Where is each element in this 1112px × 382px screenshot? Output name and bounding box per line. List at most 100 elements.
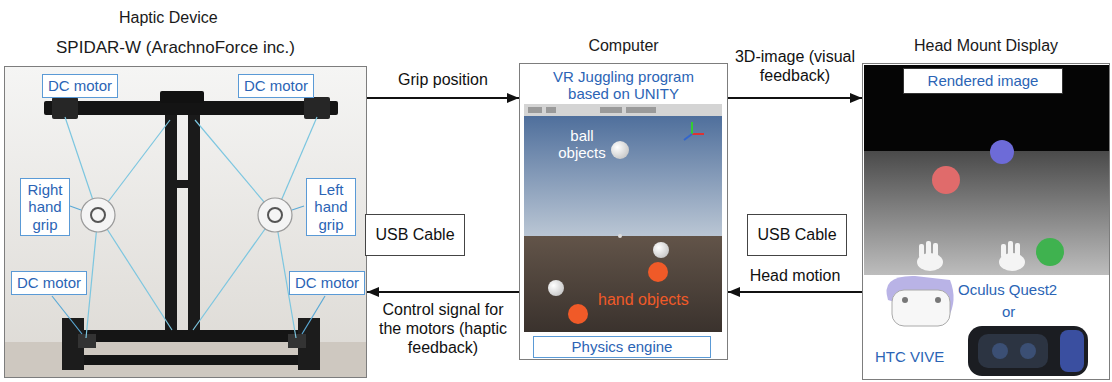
panel-subheading: VR Juggling program based on UNITY <box>539 68 709 103</box>
vr-scene-part <box>933 243 938 257</box>
arrow-label: Control signal for the motors (haptic fe… <box>368 300 518 358</box>
annotation-label: or <box>1002 303 1015 320</box>
vr-scene-part <box>1036 238 1064 266</box>
flow-arrow <box>728 291 862 293</box>
panel-heading: Haptic Device <box>119 9 218 27</box>
box-text: DC motor <box>244 77 308 94</box>
headset-picture-part <box>968 326 1088 376</box>
vr-scene-part <box>864 65 1110 151</box>
panel-heading: Head Mount Display <box>863 37 1109 55</box>
panel-box: Haptic DeviceSPIDAR-W (ArachnoForce inc.… <box>4 66 367 378</box>
leader-line-part <box>292 206 304 210</box>
leader-line <box>52 206 325 334</box>
device-photo-part <box>160 91 204 103</box>
unity-screenshot-part <box>653 242 669 258</box>
box-text: Physics engine <box>572 338 673 355</box>
box-text: Left hand grip <box>312 181 350 233</box>
headset-picture-part <box>902 297 908 303</box>
headset-picture-part <box>1060 330 1084 372</box>
device-photo-part <box>304 97 330 119</box>
vr-scene <box>864 65 1110 275</box>
unity-screenshot-part <box>524 104 722 116</box>
unity-screenshot-part <box>568 304 588 324</box>
unity-screenshot-part <box>546 107 556 113</box>
box-text: DC motor <box>17 274 81 291</box>
grip-ball-part <box>268 208 282 222</box>
device-photo-part <box>5 67 366 377</box>
device-photo-part <box>62 355 320 365</box>
wire-strings-part <box>195 120 275 215</box>
vr-scene-part <box>990 140 1014 164</box>
unity-screenshot-part <box>684 134 692 140</box>
vr-scene-part <box>1015 243 1020 257</box>
headset-picture-part <box>935 297 941 303</box>
unity-screenshot-part <box>648 262 668 282</box>
unity-screenshot-part <box>524 116 722 236</box>
box-text: DC motor <box>48 77 112 94</box>
grip-ball-part <box>258 198 292 232</box>
box-text: USB Cable <box>375 226 454 244</box>
headset-picture-part <box>978 334 1048 368</box>
vr-scene-part <box>919 244 924 258</box>
unity-screenshot-part <box>548 280 564 296</box>
wire-strings-part <box>86 215 98 338</box>
cable-box: USB Cable <box>747 214 846 256</box>
device-photo-part <box>52 97 78 119</box>
engine-box: Physics engine <box>533 336 712 357</box>
unity-screenshot-part <box>524 236 722 332</box>
headset-picture-part <box>1020 343 1036 359</box>
cable-box: USB Cable <box>365 214 464 256</box>
part-label-box: Left hand grip <box>306 178 356 236</box>
device-photo-part <box>165 115 177 337</box>
leader-line-part <box>70 206 81 210</box>
device-photo-part <box>288 334 306 348</box>
vr-scene-part <box>1008 241 1013 257</box>
part-label-box: DC motor <box>238 74 314 97</box>
arrow-label: 3D-image (visual feedback) <box>730 47 860 85</box>
panel-box: Head Mount DisplayRendered image <box>862 63 1110 380</box>
device-photo-part <box>188 115 200 337</box>
unity-screenshot-part <box>611 141 629 159</box>
box-text: USB Cable <box>757 226 836 244</box>
unity-screenshot <box>524 104 722 332</box>
panel-box: ComputerVR Juggling program based on UNI… <box>519 63 728 360</box>
image-label-box: Rendered image <box>903 68 1064 93</box>
unity-screenshot-part <box>691 122 693 134</box>
wire-strings-part <box>98 120 170 215</box>
flow-arrow <box>367 97 519 99</box>
unity-screenshot-part <box>626 107 656 113</box>
wire-strings <box>65 117 317 338</box>
flow-arrow <box>367 291 519 293</box>
device-photo-part <box>44 101 338 115</box>
unity-screenshot-part <box>618 234 622 238</box>
grip-ball <box>81 198 292 232</box>
vr-scene-part <box>864 151 1110 275</box>
vr-scene-part <box>926 241 931 257</box>
unity-screenshot-part <box>600 107 622 113</box>
panel-subheading: SPIDAR-W (ArachnoForce inc.) <box>56 38 295 58</box>
device-photo <box>5 67 366 377</box>
part-label-box: Right hand grip <box>20 178 70 236</box>
box-text: Rendered image <box>928 72 1039 89</box>
part-label-box: DC motor <box>42 74 118 97</box>
arrow-label: Head motion <box>748 266 843 285</box>
flow-arrow <box>728 97 862 99</box>
annotation-label: hand objects <box>598 291 689 309</box>
leader-line-part <box>52 296 82 334</box>
annotation-label: HTC VIVE <box>872 348 947 365</box>
device-photo-part <box>165 180 200 188</box>
unity-screenshot-part <box>528 107 542 113</box>
box-text: DC motor <box>295 274 359 291</box>
part-label-box: DC motor <box>289 271 365 294</box>
part-label-box: DC motor <box>11 271 87 294</box>
box-text: Right hand grip <box>26 181 64 233</box>
leader-line-part <box>302 296 325 334</box>
vr-scene-part <box>1001 244 1006 258</box>
vr-scene-part <box>932 166 960 194</box>
wire-strings-part <box>193 215 275 330</box>
arrow-label: Grip position <box>396 70 490 89</box>
